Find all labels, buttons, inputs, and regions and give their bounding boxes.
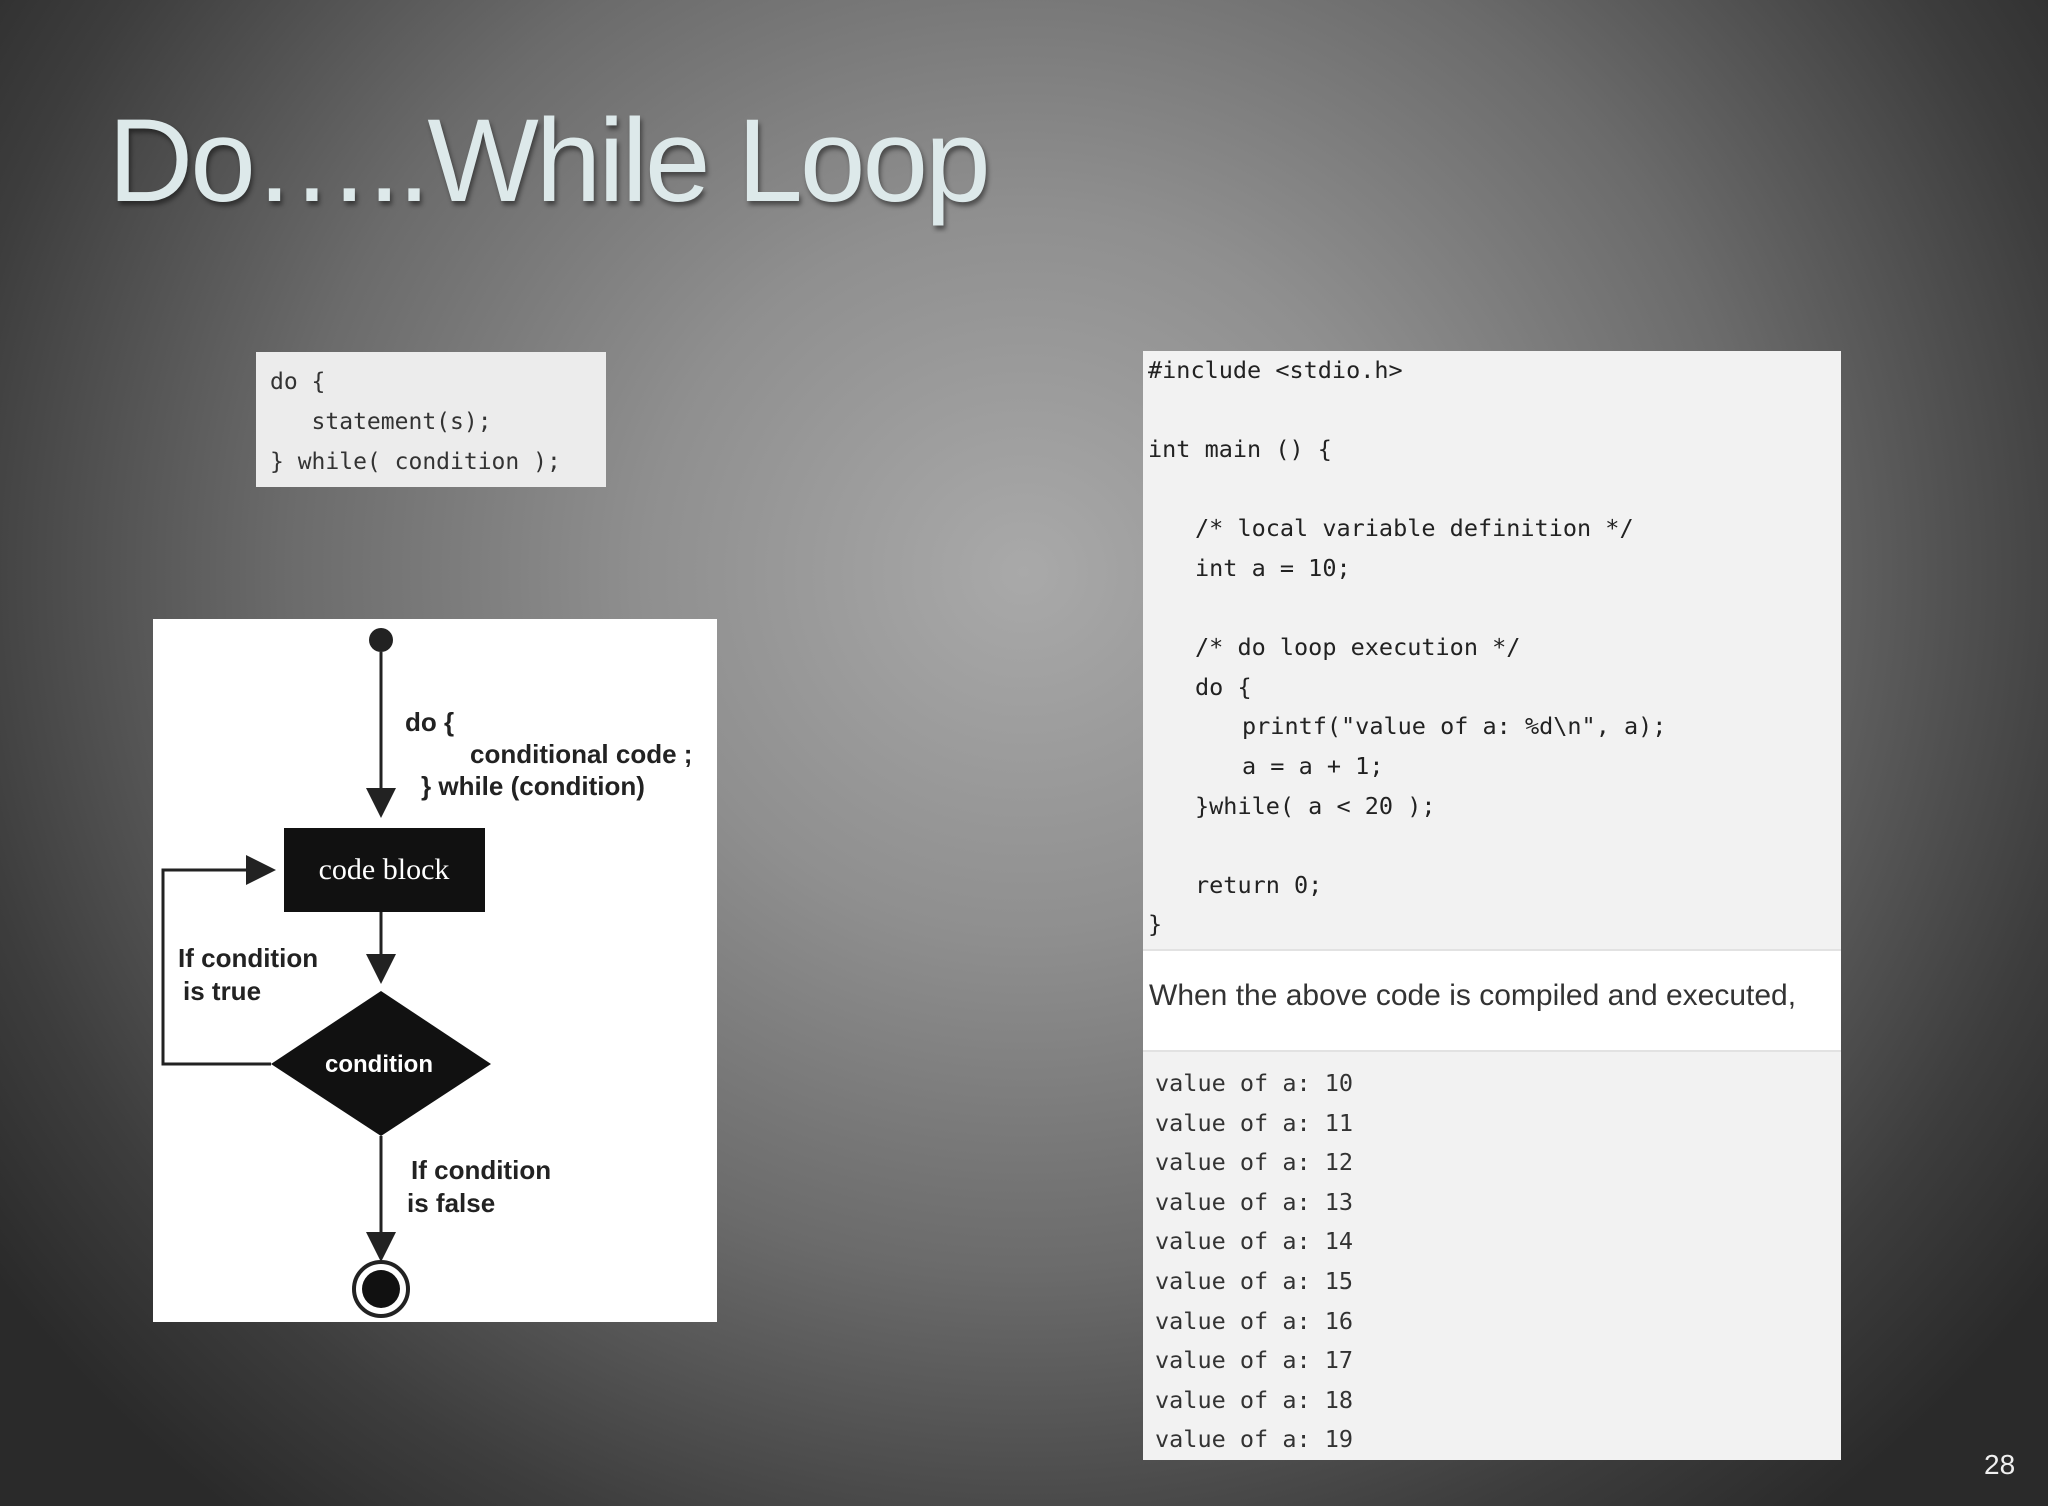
code-example-panel: #include <stdio.h> int main () { /* loca…: [1143, 351, 1841, 1460]
code-line: }: [1148, 910, 1163, 939]
flowchart-diagram: code block condition do { conditional co…: [161, 628, 692, 1318]
end-node: [362, 1270, 400, 1308]
do-label: do {: [405, 707, 454, 737]
code-blank-line: [1148, 470, 1838, 510]
while-label: } while (condition): [421, 771, 645, 801]
output-line: value of a: 15: [1155, 1266, 1354, 1295]
syntax-code-box: do { statement(s); } while( condition );: [256, 352, 606, 487]
output-line: value of a: 17: [1155, 1346, 1354, 1375]
code-line: do {: [1195, 672, 1252, 701]
start-node: [369, 628, 393, 652]
output-line: value of a: 16: [1155, 1306, 1354, 1335]
output-line: value of a: 12: [1155, 1148, 1354, 1177]
syntax-line: do {: [270, 369, 326, 395]
slide-title: Do…..While Loop: [108, 95, 991, 227]
code-blank-line: [1148, 589, 1838, 629]
false-label-line1: If condition: [411, 1155, 551, 1185]
source-code: #include <stdio.h> int main () { /* loca…: [1148, 351, 1838, 945]
output-line: value of a: 14: [1155, 1227, 1354, 1256]
condition-node: [271, 991, 491, 1136]
code-block-node: [284, 828, 485, 912]
code-comment: /* do loop execution */: [1195, 633, 1521, 662]
output-line: value of a: 11: [1155, 1108, 1354, 1137]
code-line: return 0;: [1195, 870, 1323, 899]
output-line: value of a: 19: [1155, 1425, 1354, 1454]
code-line: }while( a < 20 );: [1195, 791, 1436, 820]
output-line: value of a: 18: [1155, 1385, 1354, 1414]
program-output: value of a: 10 value of a: 11 value of a…: [1155, 1064, 1353, 1460]
explanation-text: When the above code is compiled and exec…: [1149, 979, 1797, 1012]
page-number: 28: [1984, 1449, 2016, 1480]
output-line: value of a: 10: [1155, 1069, 1354, 1097]
code-comment: /* local variable definition */: [1195, 514, 1634, 543]
syntax-line: statement(s);: [270, 409, 492, 435]
code-line: #include <stdio.h>: [1148, 356, 1403, 384]
loop-back-arrow: [161, 855, 276, 1066]
code-blank-line: [1148, 826, 1838, 866]
true-label-line1: If condition: [178, 943, 318, 973]
syntax-line: } while( condition );: [270, 449, 561, 475]
false-label-line2: is false: [407, 1188, 495, 1218]
explanation-strip: When the above code is compiled and exec…: [1143, 949, 1841, 1052]
code-blank-line: [1148, 391, 1838, 431]
output-line: value of a: 13: [1155, 1187, 1354, 1216]
code-block-label: code block: [319, 853, 450, 886]
condition-label: condition: [325, 1051, 433, 1078]
conditional-code-label: conditional code ;: [470, 739, 692, 769]
flowchart-panel: code block condition do { conditional co…: [153, 619, 717, 1322]
code-line: a = a + 1;: [1242, 751, 1384, 780]
true-label-line2: is true: [183, 976, 261, 1006]
code-line: printf("value of a: %d\n", a);: [1242, 712, 1667, 741]
code-line: int a = 10;: [1195, 553, 1351, 582]
code-line: int main () {: [1148, 435, 1332, 464]
